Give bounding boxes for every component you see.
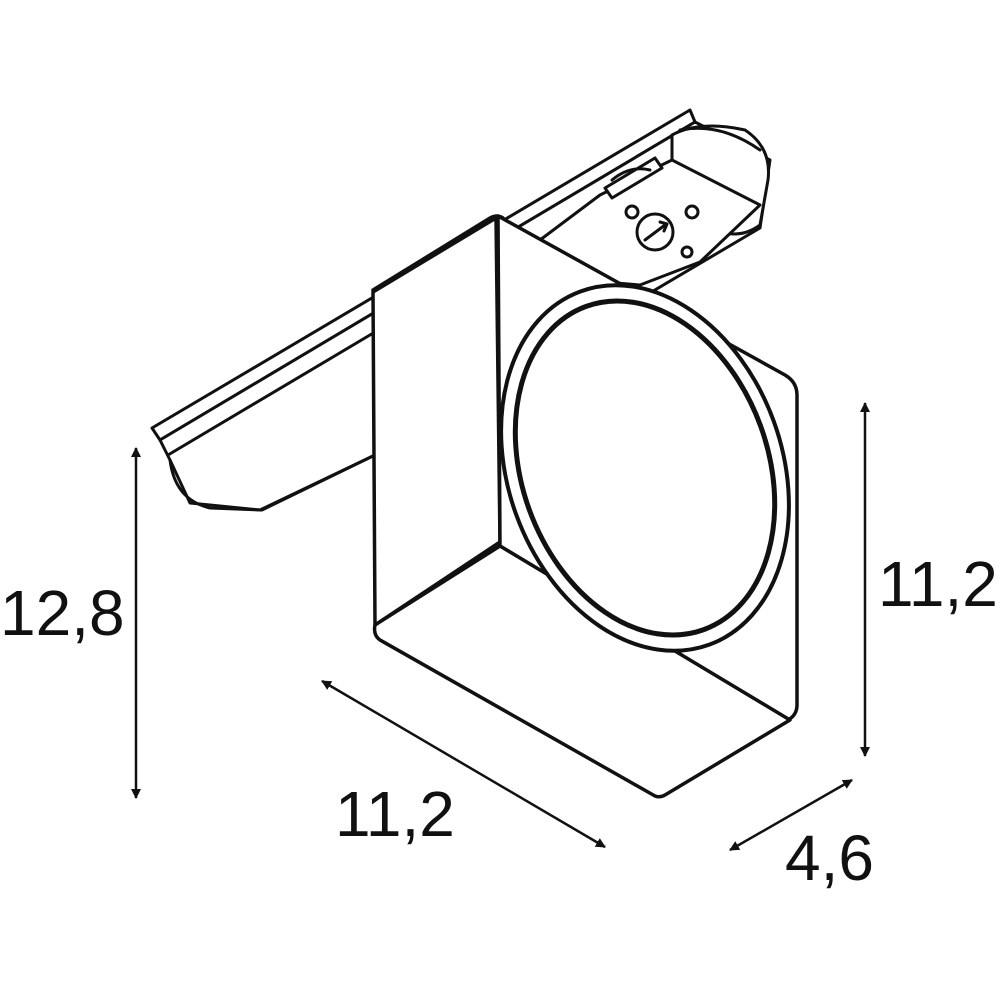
body-width-label: 11,2	[335, 778, 455, 850]
body-height-label: 11,2	[878, 548, 998, 620]
body-width-arrow	[321, 679, 606, 849]
overall-height-label: 12,8	[0, 577, 125, 649]
screw-2	[684, 204, 700, 220]
lens	[499, 283, 791, 653]
dimension-labels: 12,8 11,2 11,2 4,6	[0, 548, 998, 894]
release-latch-grip	[610, 167, 652, 182]
body-bottom-face	[372, 544, 792, 799]
body-depth-arrow	[729, 778, 853, 852]
adapter-end-cap-rim	[678, 126, 762, 152]
rail-edge-line	[166, 330, 377, 457]
rail-underside	[168, 453, 377, 512]
phase-selector-arrow	[643, 220, 669, 242]
body-depth-label: 4,6	[785, 822, 874, 894]
dimension-lines	[131, 402, 870, 852]
lens-inner-ring	[512, 298, 778, 638]
screw-1	[624, 204, 640, 220]
screw-3	[680, 245, 694, 259]
